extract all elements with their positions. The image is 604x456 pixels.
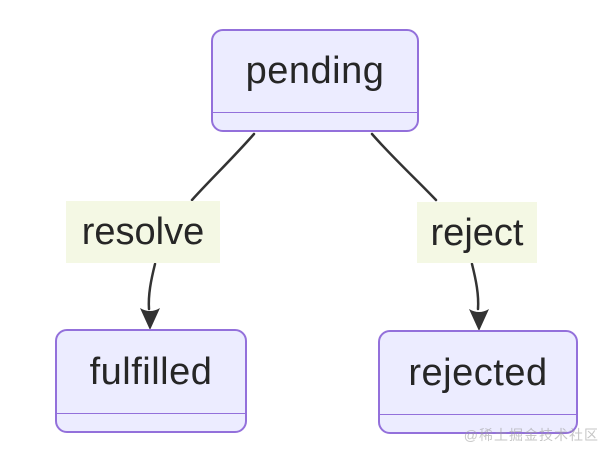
state-node-rejected: rejected — [378, 330, 578, 434]
state-node-pending-label: pending — [245, 50, 385, 92]
arrowhead-rejected-icon — [469, 309, 489, 331]
state-node-fulfilled: fulfilled — [55, 329, 247, 433]
watermark-text: @稀土掘金技术社区 — [463, 427, 599, 443]
edge-pending-to-resolve-label — [190, 132, 256, 202]
edge-resolve-label-to-fulfilled — [147, 262, 157, 311]
edge-reject-label-to-rejected — [470, 262, 480, 311]
state-node-rejected-compartment — [380, 414, 576, 432]
state-node-rejected-label: rejected — [408, 351, 548, 394]
state-node-pending-compartment — [213, 112, 417, 130]
state-node-fulfilled-compartment — [57, 413, 245, 431]
edge-label-reject: reject — [417, 202, 537, 263]
edge-pending-to-reject-label — [370, 132, 438, 202]
state-node-fulfilled-label: fulfilled — [89, 350, 213, 393]
edge-label-resolve: resolve — [66, 201, 220, 263]
arrowhead-fulfilled-icon — [140, 308, 160, 330]
state-node-pending: pending — [211, 29, 419, 132]
